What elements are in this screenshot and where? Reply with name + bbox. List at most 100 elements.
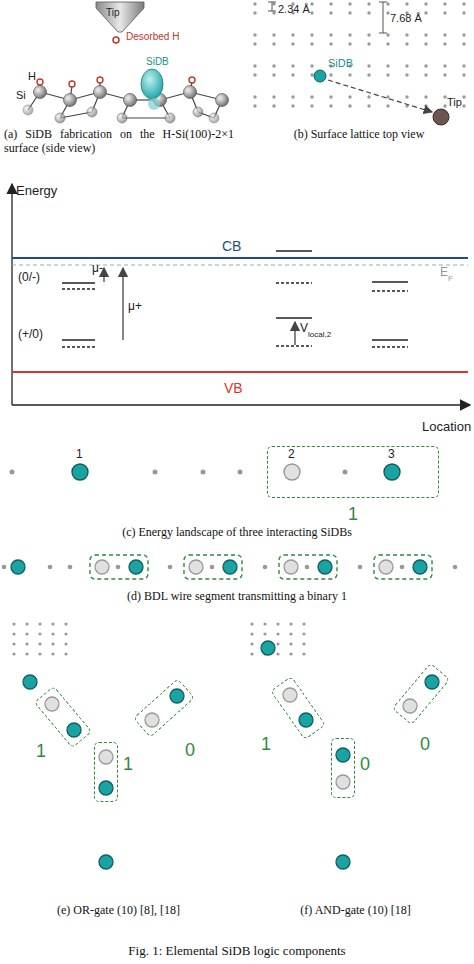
lattice-dot <box>250 632 253 635</box>
lattice-dot <box>348 33 351 36</box>
lattice-dot <box>424 42 427 45</box>
lattice-dot <box>25 632 28 635</box>
lattice-dot <box>443 2 446 5</box>
sidb-dot <box>261 641 275 655</box>
lattice-dot <box>12 622 15 625</box>
lattice-dot <box>250 622 253 625</box>
annotation: 2 <box>288 448 295 462</box>
annotation: Energy <box>16 184 57 199</box>
lattice-dot <box>51 652 54 655</box>
lattice-dot <box>289 632 292 635</box>
energy-levels <box>62 251 408 347</box>
lattice-dot <box>272 33 275 36</box>
sidb-dot <box>284 560 298 574</box>
sidb-dot <box>379 560 393 574</box>
dimension-bars <box>268 2 387 33</box>
lattice-dot <box>25 622 28 625</box>
annotation: 2.34 Å <box>278 3 310 16</box>
lattice-dot <box>291 73 294 76</box>
lattice-dot <box>253 33 256 36</box>
annotation: Tip <box>106 7 120 19</box>
sidb-dot <box>336 775 350 789</box>
annotation: 7.68 Å <box>390 12 422 25</box>
sidb-dot <box>413 560 427 574</box>
logic-value: 0 <box>185 741 195 759</box>
sidb-dot <box>11 560 25 574</box>
lattice-dot <box>272 73 275 76</box>
lattice-dot <box>48 565 53 570</box>
dashed-box <box>392 663 450 726</box>
lattice-dot <box>462 95 465 98</box>
lattice-dot <box>168 565 173 570</box>
lattice-dot <box>310 104 313 107</box>
annotation: 1 <box>76 448 83 462</box>
lattice-dot <box>405 2 408 5</box>
sidb-dot <box>318 560 332 574</box>
lattice-dot <box>272 95 275 98</box>
stm-tip <box>96 2 144 32</box>
lattice-dot <box>400 565 405 570</box>
annotation: (0/-) <box>18 271 40 285</box>
annotation: 3 <box>388 448 395 462</box>
lattice-dot <box>386 42 389 45</box>
lattice-dot <box>25 652 28 655</box>
lattice-dot <box>253 95 256 98</box>
lattice-dot <box>310 73 313 76</box>
lattice-dot <box>443 104 446 107</box>
sidb-dot <box>99 781 113 795</box>
lattice-dot <box>302 622 305 625</box>
logic-value: 1 <box>348 505 358 523</box>
lattice-dot <box>276 652 279 655</box>
lattice-dot <box>51 632 54 635</box>
annotation: Desorbed H <box>126 31 179 43</box>
lattice-dot <box>358 565 363 570</box>
lattice-dot <box>276 632 279 635</box>
lattice-dot <box>276 622 279 625</box>
lattice-dot <box>424 2 427 5</box>
panel-caption: (e) OR-gate (10) [8], [18] <box>0 904 237 918</box>
dashed-box <box>34 686 92 749</box>
lattice-dot <box>38 632 41 635</box>
annotation: local,2 <box>308 330 331 339</box>
dashed-box <box>133 678 195 737</box>
panel-caption: (f) AND-gate (10) [18] <box>237 904 474 918</box>
lattice-dot <box>263 632 266 635</box>
bdl-pair-box <box>279 555 337 579</box>
lattice-dot <box>38 642 41 645</box>
lattice-dot <box>272 42 275 45</box>
lattice-dot <box>453 565 458 570</box>
logic-value: 0 <box>420 735 430 753</box>
lattice-dot <box>272 64 275 67</box>
lattice-dot <box>405 42 408 45</box>
lattice-dot <box>276 642 279 645</box>
desorbed-h <box>113 37 119 43</box>
sidb-dot <box>336 855 350 869</box>
lattice-dot <box>367 42 370 45</box>
sidb-dot <box>189 560 203 574</box>
bdl-pair-box <box>374 555 432 579</box>
lattice-dot <box>272 2 275 5</box>
annotation: Tip <box>447 96 462 109</box>
panel-caption: (b) Surface lattice top view <box>244 128 474 142</box>
lattice-dot <box>367 64 370 67</box>
lattice-dot <box>367 33 370 36</box>
lattice-dot <box>12 632 15 635</box>
lattice-dot <box>443 42 446 45</box>
lattice-dot <box>253 73 256 76</box>
lattice-dot <box>367 95 370 98</box>
lattice-dot <box>289 642 292 645</box>
lattice-dot <box>405 95 408 98</box>
sidb-orbital <box>141 69 163 110</box>
lattice-dot <box>462 2 465 5</box>
lattice-dot <box>386 95 389 98</box>
lattice-dot <box>68 565 73 570</box>
lattice-dot <box>424 104 427 107</box>
sidb-dot <box>145 713 159 727</box>
sidb-dot <box>45 697 59 711</box>
annotation: Location <box>422 420 471 435</box>
annotation: (+/0) <box>18 328 43 342</box>
lattice-dot <box>405 33 408 36</box>
lattice-dot <box>263 622 266 625</box>
sidb-dot <box>95 560 109 574</box>
fermi-level <box>12 264 468 265</box>
